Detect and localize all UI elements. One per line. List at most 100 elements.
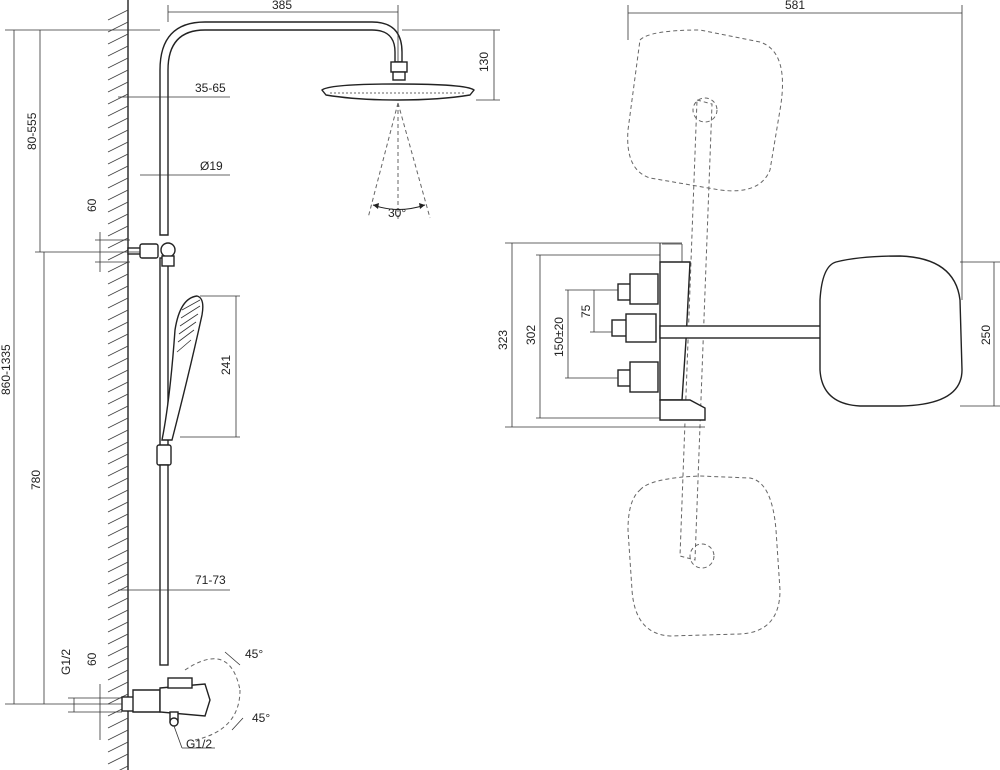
wall-hatch-line xyxy=(107,45,129,57)
wall-hatch-line xyxy=(107,573,129,585)
wall-hatch-line xyxy=(107,57,129,69)
tilt-angle-top-label: 45° xyxy=(245,647,263,661)
wall-hatch-line xyxy=(107,693,129,705)
wall-hatch-line xyxy=(107,117,129,129)
wall-hatch-line xyxy=(107,477,129,489)
spray-cone: 30° xyxy=(367,102,431,220)
wall-hatch-line xyxy=(107,201,129,213)
wall-hatch-line xyxy=(107,753,129,765)
wall-hatch-line xyxy=(107,357,129,369)
top-view: 581 250 323 302 150±20 75 xyxy=(496,0,1000,637)
spray-angle-label: 30° xyxy=(388,206,406,220)
mixer-valve xyxy=(121,677,211,727)
head-rotation-lower xyxy=(627,475,781,637)
inlet-thread-label: G1/2 xyxy=(59,649,73,675)
wall-hatch-line xyxy=(107,405,129,417)
hand-shower xyxy=(161,295,204,441)
wall-hatch-line xyxy=(107,369,129,381)
wall-hatch-line xyxy=(107,633,129,645)
wall-hatch-line xyxy=(107,33,129,45)
hand-shower-label: 241 xyxy=(219,355,233,375)
wall-hatch-line xyxy=(107,9,129,21)
tilt-angle-bottom-label: 45° xyxy=(252,711,270,725)
wall-hatch-line xyxy=(107,525,129,537)
wall-hatch-line xyxy=(107,309,129,321)
head-height-label: 130 xyxy=(477,52,491,72)
top-shower-head xyxy=(819,255,963,407)
wall-hatch-line xyxy=(107,429,129,441)
top-dimensions: 581 250 323 302 150±20 75 xyxy=(496,0,1000,428)
wall-hatch-line xyxy=(107,153,129,165)
outlet-thread-label: G1/2 xyxy=(186,737,212,751)
wall-hatch-line xyxy=(107,165,129,177)
wall-hatch-line xyxy=(107,717,129,729)
inlet-height-label: 60 xyxy=(85,652,99,666)
depth-total-label: 323 xyxy=(496,330,510,350)
wall-hatch-line xyxy=(107,621,129,633)
wall-hatch-line xyxy=(107,93,129,105)
wall-hatch-line xyxy=(107,81,129,93)
wall-hatch-line xyxy=(107,741,129,753)
wall-hatch-line xyxy=(107,465,129,477)
wall-hatch-line xyxy=(107,141,129,153)
wall-hatch-line xyxy=(107,321,129,333)
top-range-label: 80-555 xyxy=(25,112,39,150)
arm-reach-label: 385 xyxy=(272,0,292,12)
holder-height-label: 60 xyxy=(85,198,99,212)
wall-hatch-line xyxy=(107,381,129,393)
side-view: 30° 45° 45° xyxy=(0,0,500,770)
wall-hatch-line xyxy=(107,345,129,357)
wall-hatch-line xyxy=(107,453,129,465)
wall-hatch-line xyxy=(107,537,129,549)
wall-hatch-line xyxy=(107,561,129,573)
wall-hatch-line xyxy=(107,69,129,81)
wall-hatch-line xyxy=(107,417,129,429)
wall-hatch-line xyxy=(107,189,129,201)
wall-hatch-line xyxy=(107,501,129,513)
wall xyxy=(107,0,129,770)
head-size-label: 250 xyxy=(979,325,993,345)
wall-hatch-line xyxy=(107,21,129,33)
wall-hatch-line xyxy=(107,597,129,609)
wall-hatch-line xyxy=(107,549,129,561)
rain-shower-head xyxy=(321,61,475,101)
wall-hatch-line xyxy=(107,273,129,285)
wall-hatch-line xyxy=(107,225,129,237)
wall-hatch-line xyxy=(107,297,129,309)
wall-hatch-line xyxy=(107,261,129,273)
tilt-arcs: 45° 45° xyxy=(184,647,270,741)
wall-hatch-line xyxy=(107,105,129,117)
side-dimensions: 385 130 35-65 Ø19 80-555 60 xyxy=(0,0,500,751)
wall-hatch-line xyxy=(107,333,129,345)
inlet-spacing-label: 150±20 xyxy=(552,317,566,357)
wall-hatch-line xyxy=(107,129,129,141)
pipe-diameter-label: Ø19 xyxy=(200,159,223,173)
upper-wall-holder xyxy=(127,242,176,267)
wall-hatch-line xyxy=(107,657,129,669)
wall-hatch-line xyxy=(107,393,129,405)
wall-hatch-line xyxy=(107,441,129,453)
wall-hatch-line xyxy=(107,645,129,657)
wall-hatch-line xyxy=(107,285,129,297)
lower-height-label: 780 xyxy=(29,470,43,490)
wall-hatch-line xyxy=(107,609,129,621)
wall-offset-top-label: 35-65 xyxy=(195,81,226,95)
pipe-offset-label: 75 xyxy=(579,304,593,318)
wall-hatch-line xyxy=(107,729,129,741)
wall-hatch-line xyxy=(107,177,129,189)
wall-hatch-line xyxy=(107,213,129,225)
total-height-label: 860-1335 xyxy=(0,344,13,395)
wall-offset-bottom-label: 71-73 xyxy=(195,573,226,587)
overall-width-label: 581 xyxy=(785,0,805,12)
wall-hatch-line xyxy=(107,669,129,681)
wall-hatch-line xyxy=(107,489,129,501)
wall-hatch-line xyxy=(107,585,129,597)
wall-hatch-line xyxy=(107,681,129,693)
wall-hatch-line xyxy=(107,513,129,525)
depth-body-label: 302 xyxy=(524,325,538,345)
wall-hatch-line xyxy=(118,765,129,770)
wall-hatch-line xyxy=(107,249,129,261)
wall-hatch-line xyxy=(107,237,129,249)
